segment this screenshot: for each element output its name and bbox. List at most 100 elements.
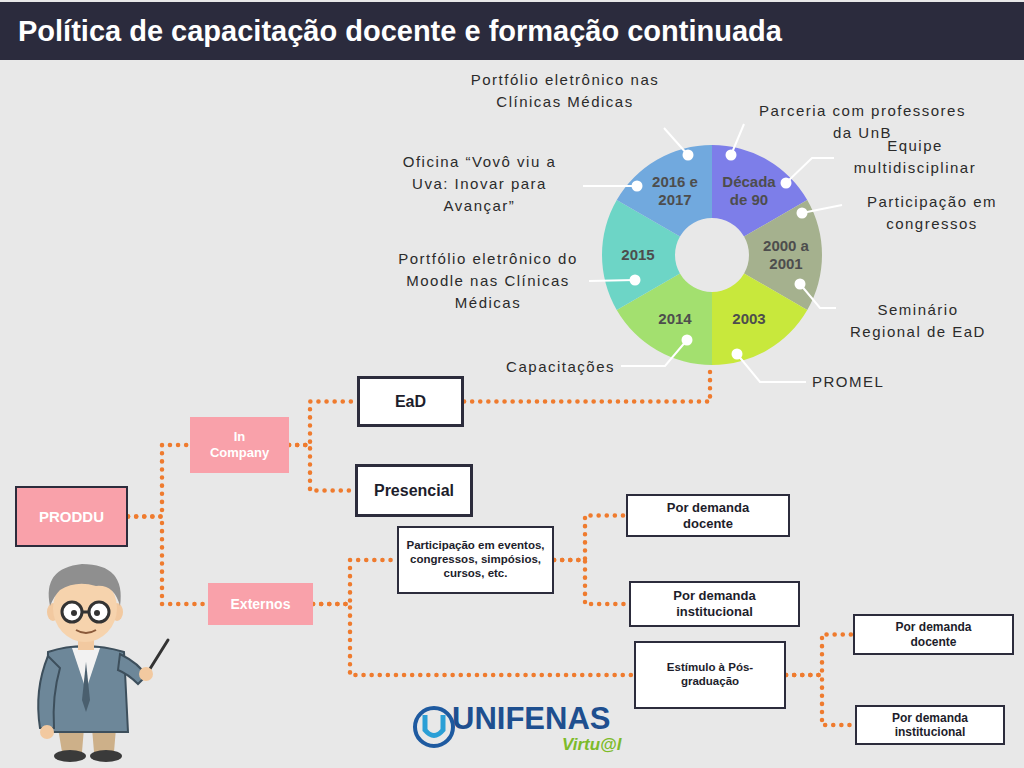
logo-subtext: Virtu@l xyxy=(562,736,652,754)
logo-u xyxy=(425,715,443,736)
category-box: In Company xyxy=(190,417,289,473)
callout-label: Oficina “Vovô viu a Uva: Inovar para Ava… xyxy=(382,151,577,217)
tie xyxy=(82,662,90,712)
hand xyxy=(139,667,153,681)
segment-fill xyxy=(712,274,807,366)
label-holder: Portfólio eletrônico nas Clínicas Médica… xyxy=(470,69,660,113)
logo-icon xyxy=(415,708,453,746)
donut-segment: 2016 e 2017 xyxy=(602,145,822,365)
dotted-connector xyxy=(289,402,357,446)
hand xyxy=(40,725,54,739)
segment-label: 2015 xyxy=(610,246,666,264)
leader-line xyxy=(621,340,687,366)
label-holder: Seminário Regional de EaD xyxy=(842,299,994,343)
glasses-bridge xyxy=(82,611,89,614)
dotted-connector xyxy=(786,675,855,725)
segment-label: 2003 xyxy=(721,310,777,328)
callout-label: PROMEL xyxy=(812,371,912,393)
segment-label: 2016 e 2017 xyxy=(647,173,703,209)
dotted-connector xyxy=(313,560,397,604)
box-label: Externos xyxy=(231,596,291,613)
leader-dot xyxy=(630,275,641,286)
box-label: Por demanda docente xyxy=(879,620,989,649)
segment-label: 2014 xyxy=(647,310,703,328)
segment-label-holder: Década de 90 xyxy=(719,173,779,209)
arm xyxy=(38,656,60,728)
leader-dot xyxy=(795,279,806,290)
box-label: PRODDU xyxy=(39,508,104,526)
segment-label-holder: 2000 a 2001 xyxy=(758,237,814,273)
dotted-connector xyxy=(313,604,634,675)
label-holder: Virtu@l xyxy=(562,736,652,754)
glasses xyxy=(62,602,82,622)
box-label: Por demanda institucional xyxy=(650,588,780,619)
segment-label-holder: 2016 e 2017 xyxy=(647,173,703,209)
leader-line xyxy=(583,185,637,187)
callout-label: Equipe multidisciplinar xyxy=(840,135,990,179)
glasses xyxy=(89,602,109,622)
leader-dot xyxy=(632,181,643,192)
leader-dot xyxy=(781,178,792,189)
box-label: Participação em eventos, congressos, sim… xyxy=(403,539,548,580)
shoe xyxy=(90,750,122,762)
dotted-connector xyxy=(128,517,208,605)
callout-label: Portfólio eletrônico nas Clínicas Médica… xyxy=(470,69,660,113)
title-text: Política de capacitação docente e formaç… xyxy=(18,2,1024,60)
label-holder: Oficina “Vovô viu a Uva: Inovar para Ava… xyxy=(382,151,577,217)
leader-dot xyxy=(726,150,737,161)
box-label: Estímulo à Pós-graduação xyxy=(645,661,775,689)
dotted-connector xyxy=(554,516,626,561)
label-holder: Participação em congressos xyxy=(848,191,1016,235)
segment-label: 2000 a 2001 xyxy=(758,237,814,273)
label-holder: Equipe multidisciplinar xyxy=(840,135,990,179)
leader-line xyxy=(786,158,834,183)
mouth xyxy=(76,630,96,633)
teacher-cartoon xyxy=(38,564,168,762)
dotted-connector xyxy=(554,560,629,604)
box-label: EaD xyxy=(395,392,426,411)
process-box: Presencial xyxy=(355,464,473,517)
dotted-connector xyxy=(128,445,190,517)
segment-label-holder: 2015 xyxy=(610,246,666,264)
callout-label: Capacitações xyxy=(480,356,615,378)
process-box: Estímulo à Pós-graduação xyxy=(634,641,786,709)
leader-line xyxy=(802,205,842,213)
jacket xyxy=(46,646,128,732)
leader-dot xyxy=(797,208,808,219)
segment-label-holder: 2014 xyxy=(647,310,703,328)
process-box: Participação em eventos, congressos, sim… xyxy=(397,526,554,594)
process-box: Por demanda institucional xyxy=(855,705,1005,745)
label-holder: PROMEL xyxy=(812,371,912,393)
pointer-stick xyxy=(148,640,168,672)
segment-shape xyxy=(602,145,822,365)
eye xyxy=(94,610,100,616)
segment-label: Década de 90 xyxy=(719,173,779,209)
dotted-connector xyxy=(289,445,355,491)
category-box: Externos xyxy=(208,583,313,625)
hair xyxy=(49,564,121,606)
box-label: Por demanda docente xyxy=(653,500,763,531)
label-holder: Portfólio eletrônico do Moodle nas Clíni… xyxy=(393,248,583,314)
box-label: Presencial xyxy=(374,481,454,500)
segment-fill xyxy=(617,145,712,237)
logo-ring xyxy=(415,708,453,746)
segment-label-holder: 2003 xyxy=(721,310,777,328)
leader-line xyxy=(737,354,806,382)
leader-dot xyxy=(682,335,693,346)
leader-dot xyxy=(683,150,694,161)
shoe xyxy=(54,750,86,762)
label-holder: Capacitações xyxy=(480,356,615,378)
process-box: Por demanda docente xyxy=(626,494,790,537)
process-box: Por demanda institucional xyxy=(629,581,800,627)
leader-line xyxy=(589,280,635,281)
process-box: Por demanda docente xyxy=(853,614,1014,655)
title-bar: Política de capacitação docente e formaç… xyxy=(0,2,1024,60)
dotted-connector xyxy=(786,635,853,676)
label-holder: UNIFENAS xyxy=(452,702,637,736)
leader-line xyxy=(800,284,836,308)
eye xyxy=(71,610,77,616)
callout-label: Participação em congressos xyxy=(848,191,1016,235)
root-box: PRODDU xyxy=(15,486,128,547)
box-label: Por demanda institucional xyxy=(865,711,995,740)
